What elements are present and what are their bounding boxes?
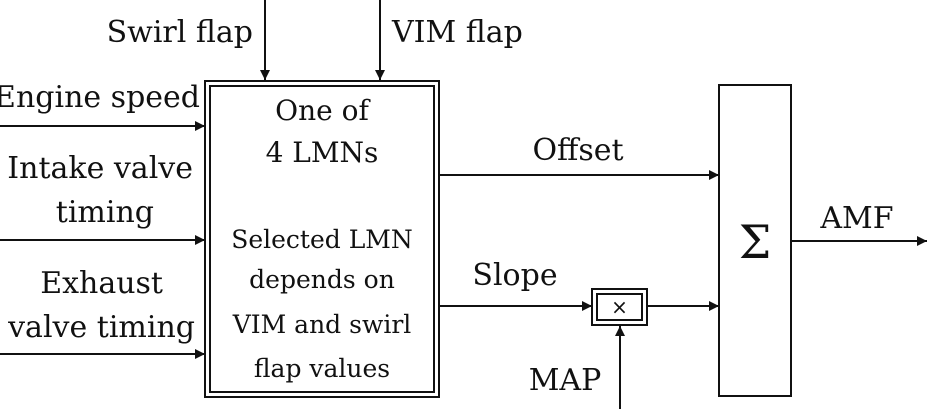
- lmn-title-line2: 4 LMNs: [266, 136, 379, 169]
- map-label: MAP: [529, 363, 602, 398]
- sum-block: [718, 84, 792, 397]
- offset-label: Offset: [532, 133, 623, 168]
- lmn-note-line1: Selected LMN: [231, 225, 413, 254]
- intake-valve-label-line1: Intake valve: [7, 151, 193, 186]
- sum-symbol: Σ: [739, 215, 772, 269]
- vim-flap-label: VIM flap: [391, 15, 523, 50]
- multiplier-symbol: ×: [611, 295, 628, 319]
- lmn-title-line1: One of: [275, 94, 371, 127]
- slope-label: Slope: [472, 258, 557, 293]
- lmn-block-inner: [209, 85, 435, 393]
- multiplier-block-inner: [596, 293, 643, 321]
- amf-label: AMF: [819, 201, 893, 236]
- exhaust-valve-label-line1: Exhaust: [40, 266, 163, 301]
- lmn-note-line4: flap values: [254, 354, 390, 383]
- exhaust-valve-label-line2: valve timing: [7, 310, 195, 345]
- lmn-note-line3: VIM and swirl: [232, 310, 412, 339]
- engine-speed-label: Engine speed: [0, 80, 200, 115]
- swirl-flap-label: Swirl flap: [107, 15, 253, 50]
- intake-valve-label-line2: timing: [56, 195, 154, 230]
- lmn-note-line2: depends on: [249, 265, 395, 294]
